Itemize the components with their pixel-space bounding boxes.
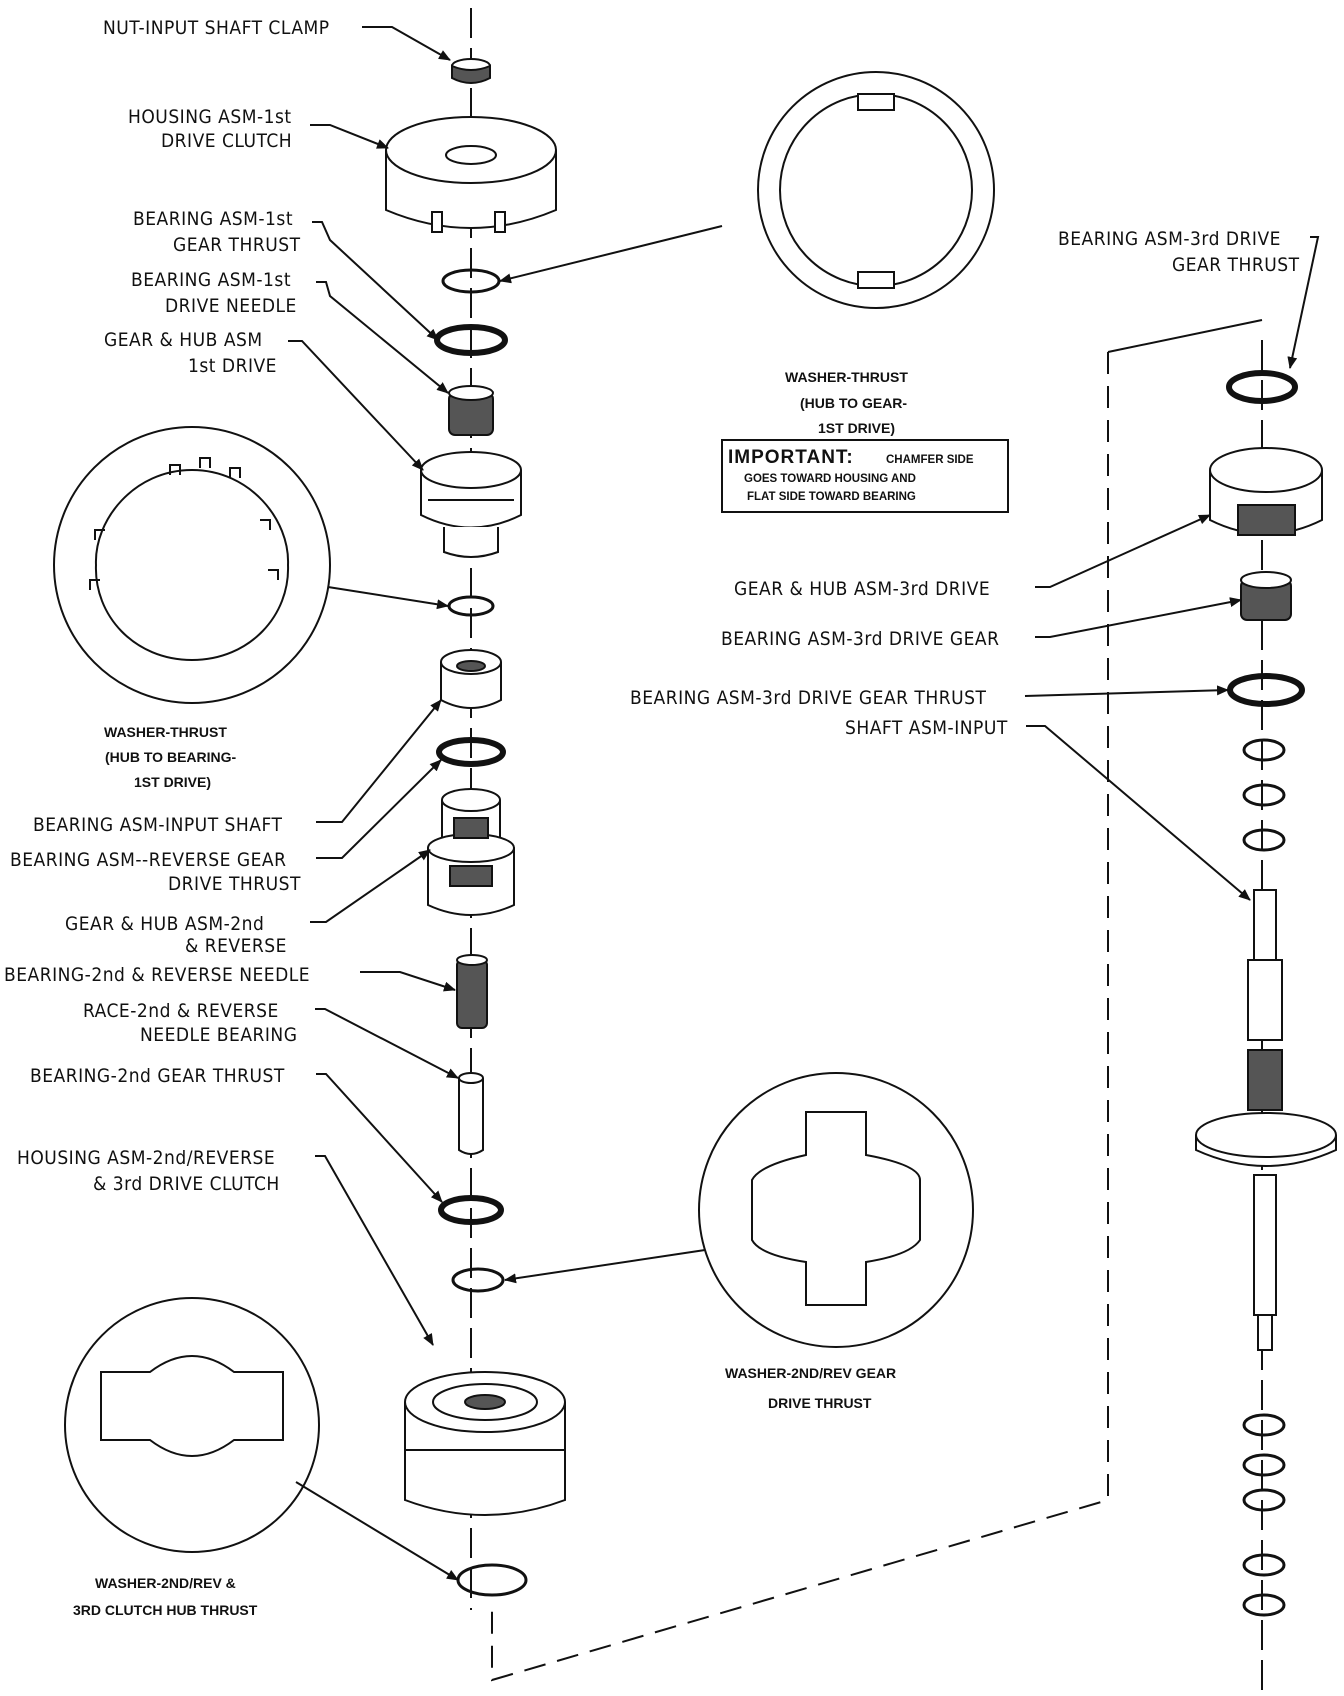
label-gear-hub-2nd-line1: GEAR & HUB ASM-2nd xyxy=(65,913,264,935)
label-housing-1st-line2: DRIVE CLUTCH xyxy=(161,130,292,152)
gear-hub-2nd-reverse-part xyxy=(427,788,515,916)
label-bearing-3rd-drive-gear-thrust: BEARING ASM-3rd DRIVE GEAR THRUST xyxy=(630,687,986,709)
caption-washer-2nd-rev-3rd-line2: 3RD CLUTCH HUB THRUST xyxy=(73,1602,258,1618)
washer-hub-to-gear-part xyxy=(441,268,501,294)
label-housing-2nd-reverse-line2: & 3rd DRIVE CLUTCH xyxy=(93,1173,280,1195)
label-bearing-1st-gear-thrust-line1: BEARING ASM-1st xyxy=(133,208,293,230)
caption-washer-2nd-rev-3rd-line1: WASHER-2ND/REV & xyxy=(95,1575,236,1591)
label-bearing-reverse-gear-line2: DRIVE THRUST xyxy=(168,873,301,895)
caption-washer-2nd-rev-gear-line2: DRIVE THRUST xyxy=(768,1395,872,1411)
caption-washer-thrust-bearing-line1: WASHER-THRUST xyxy=(104,724,227,740)
label-shaft-input: SHAFT ASM-INPUT xyxy=(845,717,1008,739)
caption-washer-thrust-bearing-line2: (HUB TO BEARING- xyxy=(105,749,237,765)
label-bearing-1st-drive-needle-line2: DRIVE NEEDLE xyxy=(165,295,297,317)
washer-thrust-bearing-detail xyxy=(53,426,331,704)
caption-washer-thrust-gear-line1: WASHER-THRUST xyxy=(785,369,908,385)
connector-dash-path xyxy=(491,352,1109,1682)
label-bearing-input-shaft: BEARING ASM-INPUT SHAFT xyxy=(33,814,282,836)
bearing-input-shaft-part xyxy=(440,649,502,709)
important-note-title: IMPORTANT: xyxy=(728,447,854,468)
washer-2nd-rev-gear-drive-thrust-part xyxy=(451,1267,505,1293)
important-note-line2: GOES TOWARD HOUSING AND xyxy=(744,473,916,485)
label-bearing-3rd-drive-thrust-line2: GEAR THRUST xyxy=(1172,254,1300,276)
label-bearing-reverse-gear-line1: BEARING ASM--REVERSE GEAR xyxy=(10,849,286,871)
important-note-line3: FLAT SIDE TOWARD BEARING xyxy=(747,491,916,503)
housing-2nd-reverse-3rd-part xyxy=(404,1371,566,1516)
bearing-reverse-gear-drive-thrust-part xyxy=(436,737,506,767)
caption-washer-2nd-rev-gear-line1: WASHER-2ND/REV GEAR xyxy=(725,1365,896,1381)
bearing-2nd-reverse-needle-part xyxy=(456,954,488,1029)
bearing-3rd-drive-thrust-top-part xyxy=(1226,370,1298,404)
snap-rings-upper xyxy=(1242,738,1286,852)
bearing-3rd-drive-gear-part xyxy=(1240,571,1292,621)
connector-dash-top xyxy=(1107,319,1263,353)
bearing-3rd-drive-gear-thrust-part xyxy=(1227,673,1305,707)
caption-washer-thrust-gear-line3: 1ST DRIVE) xyxy=(818,420,895,436)
label-gear-hub-1st-line2: 1st DRIVE xyxy=(188,355,277,377)
important-note-line1: CHAMFER SIDE xyxy=(886,454,974,466)
label-gear-hub-2nd-line2: & REVERSE xyxy=(185,935,287,957)
label-bearing-2nd-gear-thrust: BEARING-2nd GEAR THRUST xyxy=(30,1065,285,1087)
washer-2nd-rev-3rd-clutch-detail xyxy=(64,1297,320,1553)
label-housing-1st-line1: HOUSING ASM-1st xyxy=(128,106,292,128)
race-2nd-reverse-needle-bearing-part xyxy=(458,1072,484,1155)
label-race-2nd-reverse-line2: NEEDLE BEARING xyxy=(140,1024,297,1046)
label-bearing-1st-drive-needle-line1: BEARING ASM-1st xyxy=(131,269,291,291)
label-race-2nd-reverse-line1: RACE-2nd & REVERSE xyxy=(83,1000,279,1022)
caption-washer-thrust-bearing-line3: 1ST DRIVE) xyxy=(134,774,211,790)
washer-hub-to-bearing-part xyxy=(447,595,495,617)
leader-lines xyxy=(288,26,1320,1581)
label-bearing-2nd-reverse-needle: BEARING-2nd & REVERSE NEEDLE xyxy=(4,964,310,986)
washer-2nd-rev-gear-detail xyxy=(698,1072,974,1348)
washer-2nd-rev-3rd-clutch-part xyxy=(456,1563,528,1597)
label-gear-hub-1st-line1: GEAR & HUB ASM xyxy=(104,329,263,351)
housing-1st-drive-clutch-part xyxy=(385,116,557,233)
caption-washer-thrust-gear-line2: (HUB TO GEAR- xyxy=(800,395,907,411)
input-shaft-part xyxy=(1195,889,1337,1351)
label-bearing-1st-gear-thrust-line2: GEAR THRUST xyxy=(173,234,301,256)
gear-hub-1st-drive-part xyxy=(420,451,522,558)
bearing-2nd-gear-thrust-part xyxy=(438,1195,504,1225)
label-bearing-3rd-drive-thrust-line1: BEARING ASM-3rd DRIVE xyxy=(1058,228,1281,250)
label-housing-2nd-reverse-line1: HOUSING ASM-2nd/REVERSE xyxy=(17,1147,275,1169)
bearing-1st-drive-needle-part xyxy=(448,385,494,436)
washer-thrust-gear-detail xyxy=(757,71,995,309)
label-gear-hub-3rd-drive: GEAR & HUB ASM-3rd DRIVE xyxy=(734,578,990,600)
label-nut-input-shaft-clamp: NUT-INPUT SHAFT CLAMP xyxy=(103,17,330,39)
snap-rings-lower xyxy=(1242,1413,1286,1617)
gear-hub-3rd-drive-part xyxy=(1209,447,1323,536)
label-bearing-3rd-drive-gear: BEARING ASM-3rd DRIVE GEAR xyxy=(721,628,1000,650)
important-note-box: IMPORTANT: CHAMFER SIDE GOES TOWARD HOUS… xyxy=(721,439,1009,513)
nut-input-shaft-clamp-part xyxy=(451,58,491,84)
